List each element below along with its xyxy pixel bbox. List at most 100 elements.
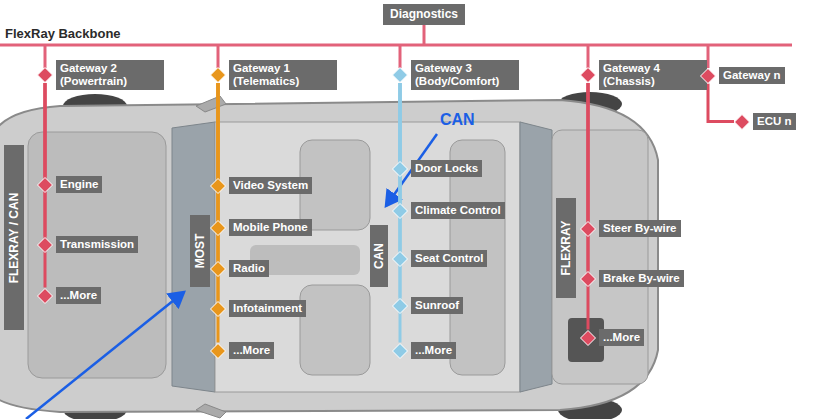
gateway-node: Gateway 2 (Powertrain): [37, 60, 164, 90]
node-diamond: [392, 343, 408, 359]
ecu-label: ...More: [599, 329, 644, 346]
bus-line: [708, 84, 734, 122]
node-diamond: [392, 161, 408, 177]
ecu-label: ...More: [229, 342, 274, 359]
bus-label-box: FLEXRAY / CAN: [4, 145, 24, 330]
ecu-label: Video System: [229, 177, 312, 194]
gateway-node: Gateway 4 (Chassis): [580, 60, 707, 90]
mirror: [196, 404, 226, 418]
gateway-label: Gateway 4 (Chassis): [599, 60, 707, 90]
bus-label: FLEXRAY: [559, 221, 573, 276]
ecu-node: Climate Control: [392, 202, 505, 219]
bus-label-box: FLEXRAY: [556, 198, 576, 298]
node-diamond: [700, 68, 716, 84]
trunk: [552, 130, 648, 384]
ecu-label: ...More: [56, 287, 101, 304]
node-diamond: [580, 221, 596, 237]
ecu-label: Mobile Phone: [229, 219, 312, 236]
label-text: Engine: [60, 178, 98, 191]
gateway-node: Gateway 3 (Body/Comfort): [392, 60, 519, 90]
node-diamond: [392, 67, 408, 83]
bus-line: [587, 83, 590, 330]
engine-bay: [28, 132, 166, 378]
gateway-node: Gateway n: [700, 67, 785, 84]
bus-label: CAN: [372, 243, 386, 269]
node-diamond: [37, 67, 53, 83]
ecu-label: Brake By-wire: [599, 270, 684, 287]
ecu-node: Radio: [210, 260, 269, 277]
label-text: Climate Control: [415, 204, 501, 217]
node-diamond: [210, 220, 226, 236]
bus-label: MOST: [193, 234, 207, 269]
label-text: Door Locks: [415, 162, 478, 175]
ecu-node: Transmission: [37, 236, 138, 253]
node-diamond: [580, 330, 596, 346]
bus-label-box: CAN: [370, 225, 388, 287]
backbone-line: [0, 44, 792, 47]
ecu-node: ...More: [392, 342, 456, 359]
gateway-label: Gateway 2 (Powertrain): [56, 60, 164, 90]
ecu-label: Infotainment: [229, 300, 306, 317]
label-text: Diagnostics: [390, 8, 458, 21]
label-text: Gateway 2 (Powertrain): [60, 62, 160, 88]
node-diamond: [734, 114, 750, 130]
ecu-node: ECU n: [734, 113, 796, 130]
label-text: Mobile Phone: [233, 221, 308, 234]
ecu-label: Sunroof: [411, 297, 463, 314]
ecu-node: Seat Control: [392, 250, 487, 267]
ecu-label: ECU n: [753, 113, 796, 130]
label-text: ECU n: [757, 115, 792, 128]
cabin: [215, 122, 520, 392]
node-diamond: [210, 178, 226, 194]
ecu-node: Engine: [37, 176, 102, 193]
gateway-label: Gateway n: [719, 67, 785, 84]
diagnostics-box: Diagnostics: [383, 4, 465, 25]
ecu-label: Seat Control: [411, 250, 487, 267]
node-diamond: [210, 67, 226, 83]
gateway-node: Gateway 1 (Telematics): [210, 60, 337, 90]
label-text: Gateway n: [723, 69, 781, 82]
ecu-label: Radio: [229, 260, 269, 277]
node-diamond: [392, 298, 408, 314]
node-diamond: [392, 203, 408, 219]
ecu-label: Engine: [56, 176, 102, 193]
label-text: Gateway 4 (Chassis): [603, 62, 703, 88]
node-diamond: [37, 177, 53, 193]
label-text: Seat Control: [415, 252, 483, 265]
ecu-label: Climate Control: [411, 202, 505, 219]
ecu-label: Door Locks: [411, 160, 482, 177]
leader-arrow: [26, 292, 184, 419]
label-text: ...More: [233, 344, 270, 357]
label-text: Radio: [233, 262, 265, 275]
ecu-label: Transmission: [56, 236, 138, 253]
rear-window: [520, 122, 552, 392]
annotation-label: CAN: [440, 111, 475, 129]
mirror: [196, 96, 226, 112]
label-text: Gateway 3 (Body/Comfort): [415, 62, 515, 88]
label-text: ...More: [60, 289, 97, 302]
ecu-label: ...More: [411, 342, 456, 359]
bus-label-box: MOST: [190, 215, 210, 287]
ecu-node: Steer By-wire: [580, 220, 681, 237]
ecu-node: ...More: [37, 287, 101, 304]
label-text: Brake By-wire: [603, 272, 680, 285]
ecu-node: ...More: [580, 329, 644, 346]
node-diamond: [580, 67, 596, 83]
node-diamond: [37, 237, 53, 253]
diagnostics-label: Diagnostics: [383, 4, 465, 25]
label-text: ...More: [415, 344, 452, 357]
ecu-label: Steer By-wire: [599, 220, 681, 237]
windshield: [172, 122, 215, 392]
ecu-node: Infotainment: [210, 300, 306, 317]
node-diamond: [37, 288, 53, 304]
node-diamond: [210, 261, 226, 277]
ecu-node: Video System: [210, 177, 312, 194]
car-body: [0, 100, 658, 412]
ecu-node: ...More: [210, 342, 274, 359]
ecu-node: Brake By-wire: [580, 270, 684, 287]
node-diamond: [210, 301, 226, 317]
label-text: Video System: [233, 179, 308, 192]
node-diamond: [392, 251, 408, 267]
ecu-node: Door Locks: [392, 160, 482, 177]
gateway-label: Gateway 3 (Body/Comfort): [411, 60, 519, 90]
